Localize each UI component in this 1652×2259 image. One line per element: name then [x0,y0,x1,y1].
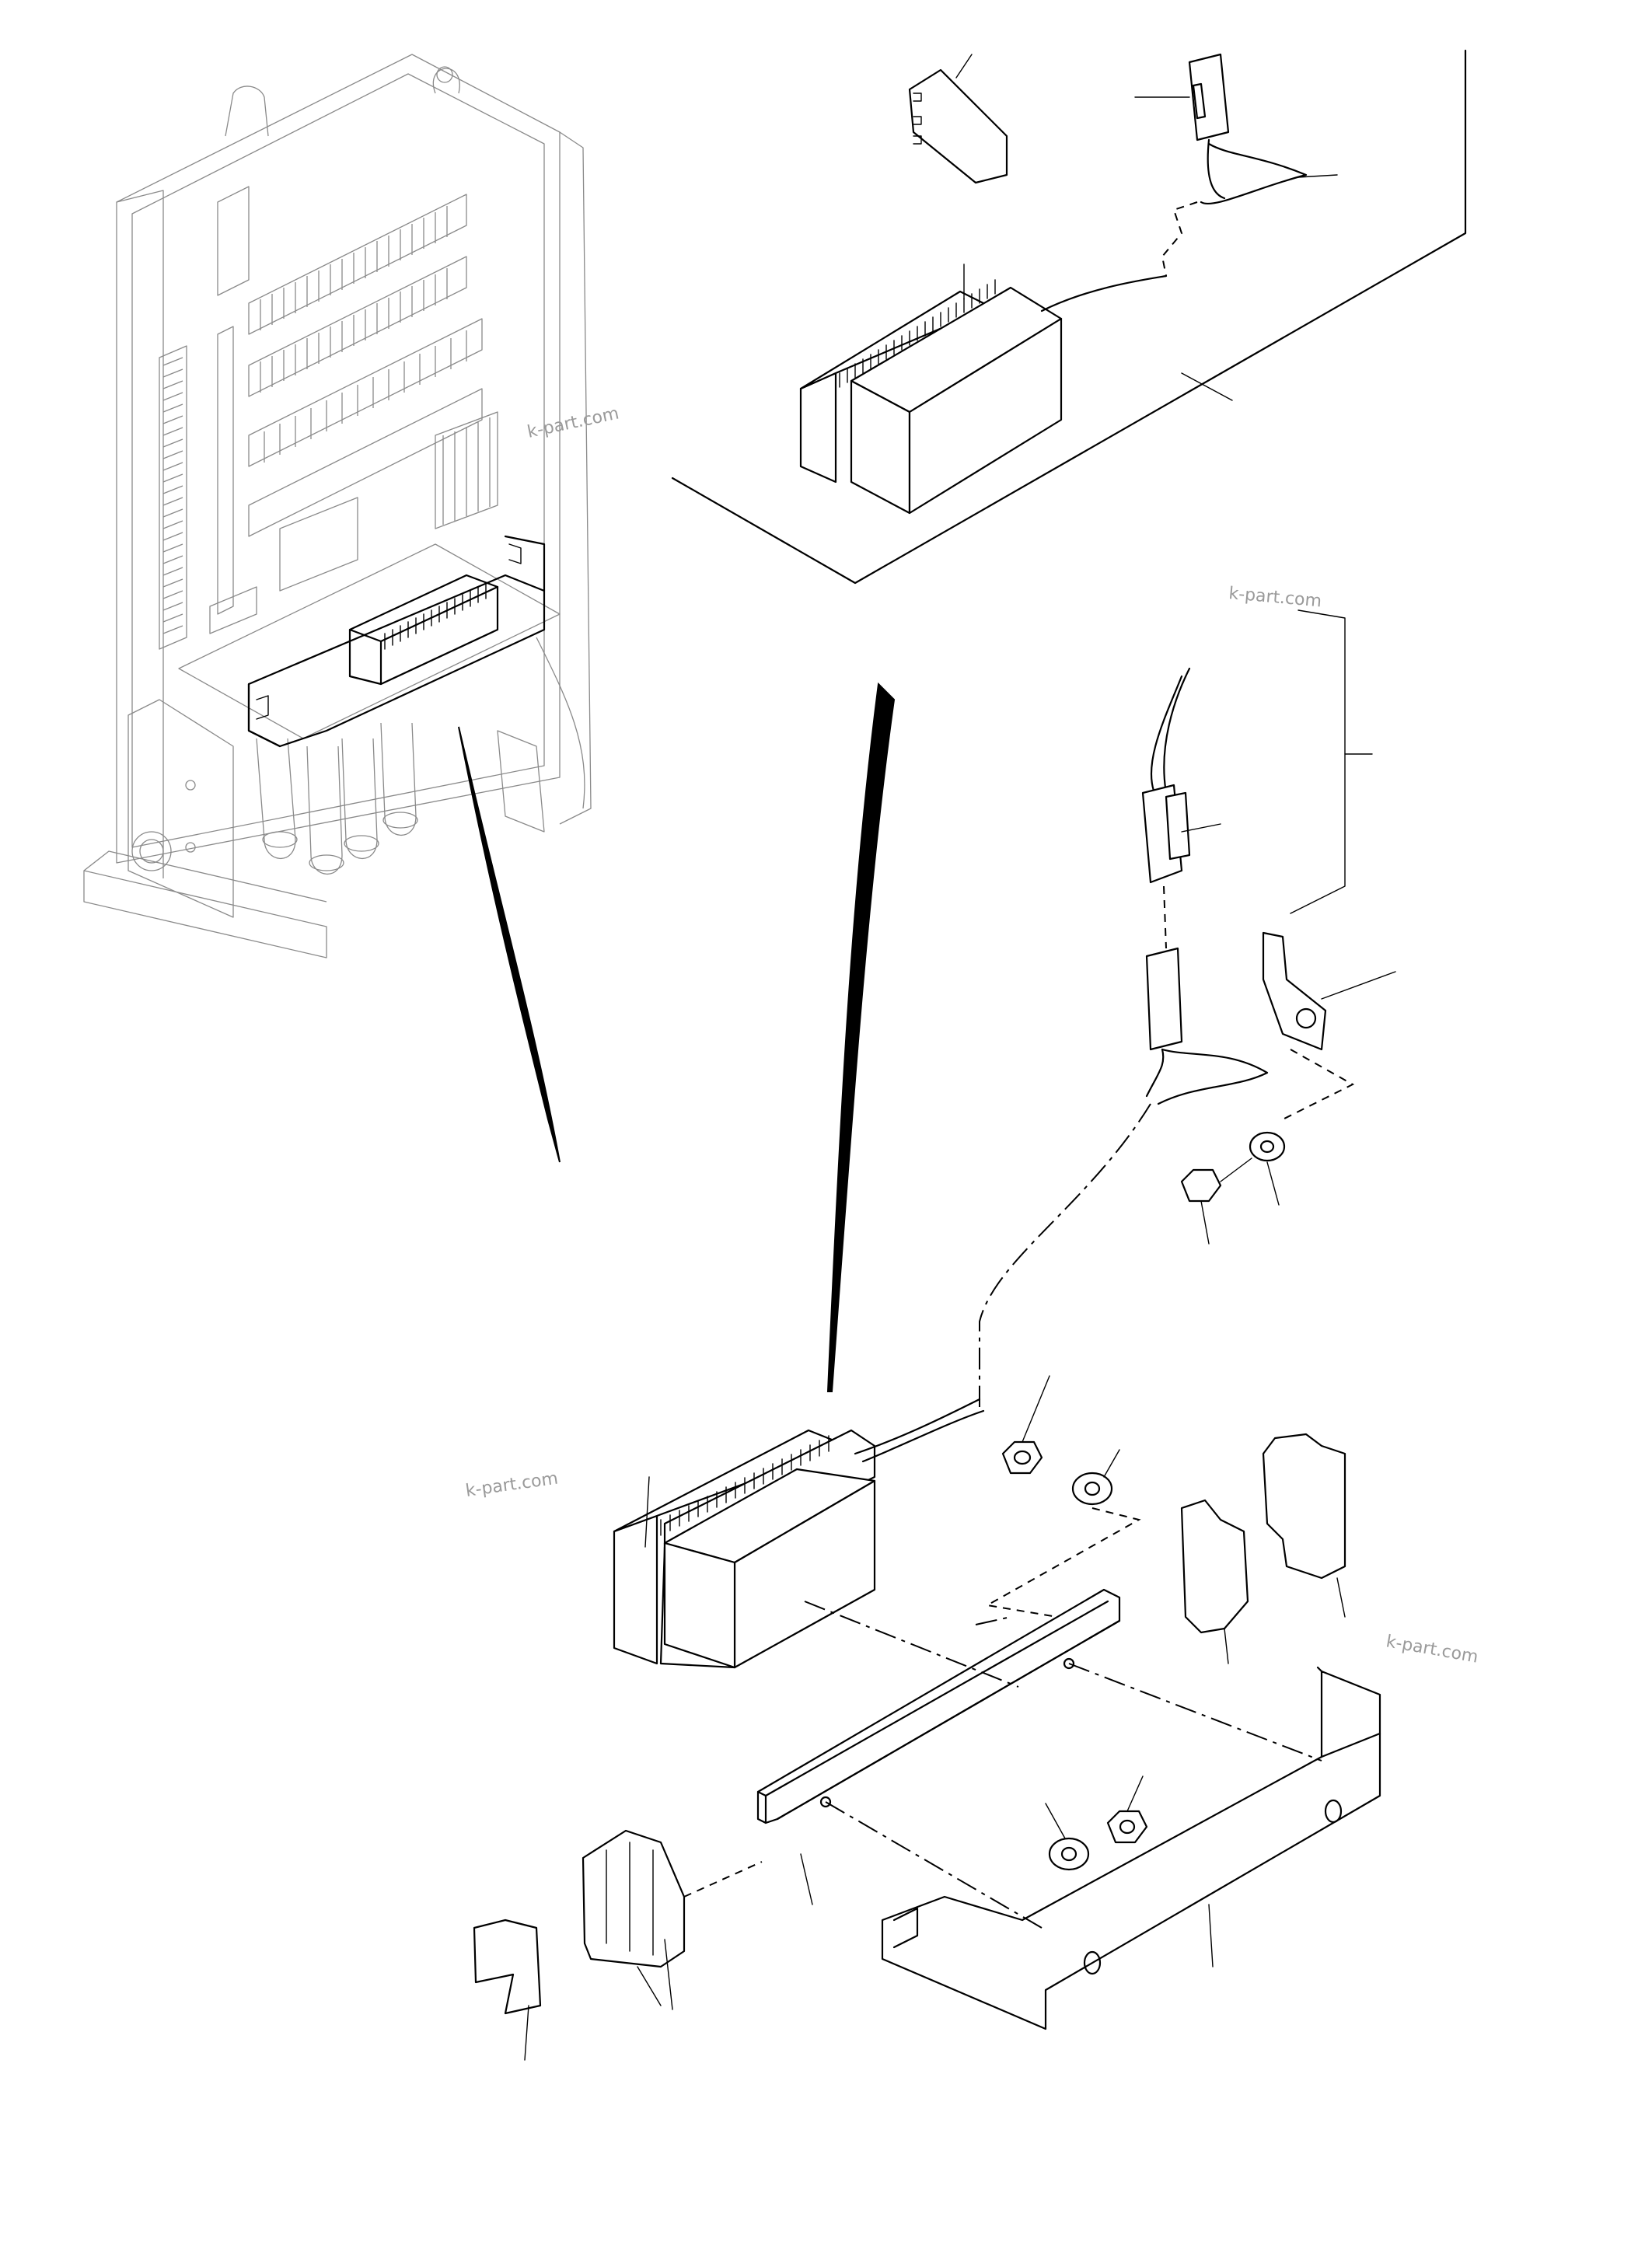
pointer-arrow-down [458,726,561,1163]
control-module [613,1398,985,1669]
watermark-3: k-part.com [464,1469,559,1501]
din-rail [756,1588,1121,1905]
connector-detail [1134,53,1338,277]
watermark-1: k-part.com [526,404,620,442]
watermark-4: k-part.com [1385,1632,1479,1667]
detail-panel [671,49,1467,585]
control-module-detail [799,264,1168,515]
mounting-bracket [881,1666,1381,2030]
exploded-assembly [473,1375,1381,2061]
pointer-arrow-up [826,682,896,1392]
electrical-cabinet-overview [83,54,592,958]
relay-detail [908,54,1008,184]
watermark-2: k-part.com [1228,584,1322,611]
harness-detail [979,609,1396,1407]
